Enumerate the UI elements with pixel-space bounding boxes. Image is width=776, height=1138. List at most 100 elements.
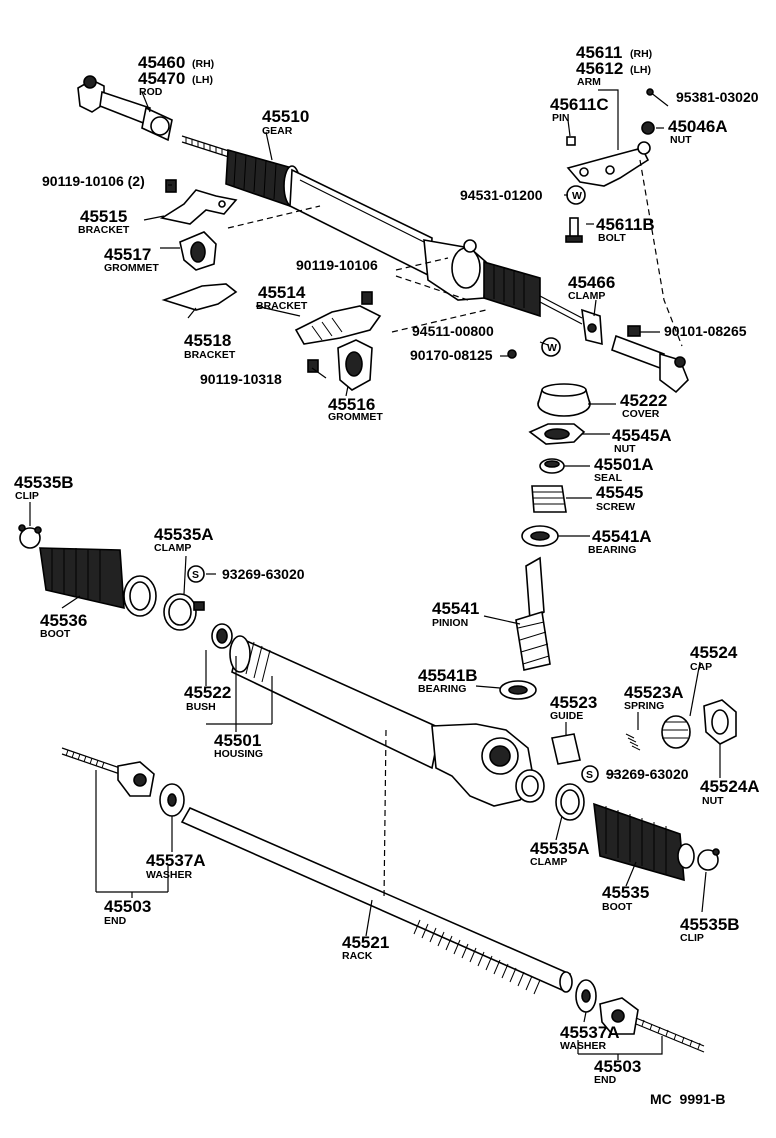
label-boot-right: BOOT bbox=[602, 901, 633, 913]
label-seal: SEAL bbox=[594, 472, 623, 484]
label-45535a-left: 45535A bbox=[154, 525, 214, 544]
label-45523a: 45523A bbox=[624, 683, 684, 702]
pinion-leaders bbox=[475, 403, 616, 689]
cover-45222 bbox=[537, 383, 591, 417]
label-housing: HOUSING bbox=[214, 748, 263, 760]
label-45501a: 45501A bbox=[594, 455, 654, 474]
label-45611b: 45611B bbox=[596, 215, 655, 234]
pinion-45541 bbox=[515, 556, 551, 671]
label-45535b-right: 45535B bbox=[680, 915, 740, 934]
gear-boot-right bbox=[483, 260, 583, 325]
label-45523: 45523 bbox=[550, 693, 597, 712]
label-washer-right: WASHER bbox=[560, 1040, 607, 1052]
label-45524a: 45524A bbox=[700, 777, 760, 796]
label-end-right: END bbox=[594, 1074, 617, 1086]
clamp-45535a-right bbox=[555, 783, 585, 821]
seal-45501a bbox=[539, 458, 565, 474]
label-90119-2: 90119-10106 (2) bbox=[42, 173, 145, 189]
label-45466: 45466 bbox=[568, 273, 615, 292]
label-45470-side: (LH) bbox=[192, 74, 213, 86]
label-45536: 45536 bbox=[40, 611, 87, 630]
label-45611c: 45611C bbox=[550, 95, 609, 114]
label-45611: 45611 bbox=[576, 43, 622, 62]
label-45515: 45515 bbox=[80, 207, 127, 226]
label-45545a: 45545A bbox=[612, 426, 672, 445]
bolt-45611b bbox=[565, 217, 583, 243]
label-clamp-left: CLAMP bbox=[154, 542, 191, 554]
label-end-left: END bbox=[104, 915, 127, 927]
boot-45535 bbox=[593, 802, 695, 882]
rack-45521 bbox=[180, 806, 573, 995]
bolt-90119-c bbox=[307, 359, 319, 373]
bearing-45541b bbox=[499, 680, 537, 700]
label-bearing2: BEARING bbox=[418, 683, 466, 695]
washer-w2 bbox=[541, 337, 561, 357]
label-95381: 95381-03020 bbox=[676, 89, 759, 105]
guide-45523 bbox=[551, 733, 581, 765]
grommet-45516 bbox=[337, 339, 373, 391]
end-45503-right bbox=[599, 997, 705, 1053]
gear-body bbox=[423, 239, 487, 301]
label-45046a: 45046A bbox=[668, 117, 728, 136]
label-washer-left: WASHER bbox=[146, 869, 193, 881]
label-45503-right: 45503 bbox=[594, 1057, 641, 1076]
s-symbol-2 bbox=[581, 765, 599, 783]
label-45541a: 45541A bbox=[592, 527, 652, 546]
bush-45522 bbox=[211, 623, 233, 649]
bearing-45541a bbox=[521, 525, 559, 547]
w-symbol-1: W bbox=[572, 190, 582, 202]
label-93269-b: 93269-63020 bbox=[606, 766, 689, 782]
tie-rod-end-left bbox=[77, 75, 173, 142]
nut-90170 bbox=[507, 349, 517, 359]
bolt-90101 bbox=[627, 325, 641, 337]
label-nut-top: NUT bbox=[670, 134, 692, 146]
cap-45524 bbox=[661, 715, 691, 749]
label-45535a-right: 45535A bbox=[530, 839, 590, 858]
label-cover: COVER bbox=[622, 408, 660, 420]
label-45518: 45518 bbox=[184, 331, 231, 350]
label-cap: CAP bbox=[690, 661, 712, 673]
label-45510: 45510 bbox=[262, 107, 309, 126]
label-45612: 45612 bbox=[576, 59, 623, 78]
cotter-95381 bbox=[646, 88, 669, 107]
label-45524: 45524 bbox=[690, 643, 738, 662]
washer-45537a-right bbox=[575, 979, 597, 1013]
gear-boot-left bbox=[225, 148, 301, 208]
s-symbol-1-letter: S bbox=[192, 569, 199, 581]
reference-code: MC 9991-B bbox=[650, 1091, 725, 1107]
clamp-45466 bbox=[581, 308, 603, 346]
label-45516: 45516 bbox=[328, 395, 375, 414]
label-clamp-right: CLAMP bbox=[530, 856, 567, 868]
label-45503-left: 45503 bbox=[104, 897, 151, 916]
label-pinion: PINION bbox=[432, 617, 468, 629]
label-arm: ARM bbox=[577, 76, 601, 88]
label-rod: ROD bbox=[139, 86, 163, 98]
label-45222: 45222 bbox=[620, 391, 667, 410]
label-45545: 45545 bbox=[596, 483, 643, 502]
label-grommet1: GROMMET bbox=[104, 262, 159, 274]
label-group: 45460 (RH) 45470 (LH) ROD 45510 GEAR 456… bbox=[14, 43, 760, 1107]
end-45503-left bbox=[61, 747, 155, 797]
label-45541: 45541 bbox=[432, 599, 479, 618]
housing-45501 bbox=[229, 635, 545, 807]
bolt-90119-b bbox=[361, 291, 373, 305]
label-94511: 94511-00800 bbox=[412, 323, 494, 339]
gear-threaded-end bbox=[181, 135, 233, 159]
washer-45537a-left bbox=[159, 783, 185, 817]
label-45537a-left: 45537A bbox=[146, 851, 206, 870]
grommet-45517 bbox=[179, 231, 217, 271]
label-bolt: BOLT bbox=[598, 232, 626, 244]
label-nut2: NUT bbox=[614, 443, 636, 455]
label-grommet2: GROMMET bbox=[328, 411, 383, 423]
label-90170: 90170-08125 bbox=[410, 347, 493, 363]
s-symbol-1 bbox=[187, 565, 205, 583]
label-bracket1: BRACKET bbox=[78, 224, 130, 236]
label-bearing1: BEARING bbox=[588, 544, 636, 556]
label-90119-b: 90119-10106 bbox=[296, 257, 378, 273]
label-90119-c: 90119-10318 bbox=[200, 371, 282, 387]
top-leader-lines bbox=[141, 89, 683, 397]
label-45541b: 45541B bbox=[418, 666, 478, 685]
label-screw: SCREW bbox=[596, 501, 635, 513]
